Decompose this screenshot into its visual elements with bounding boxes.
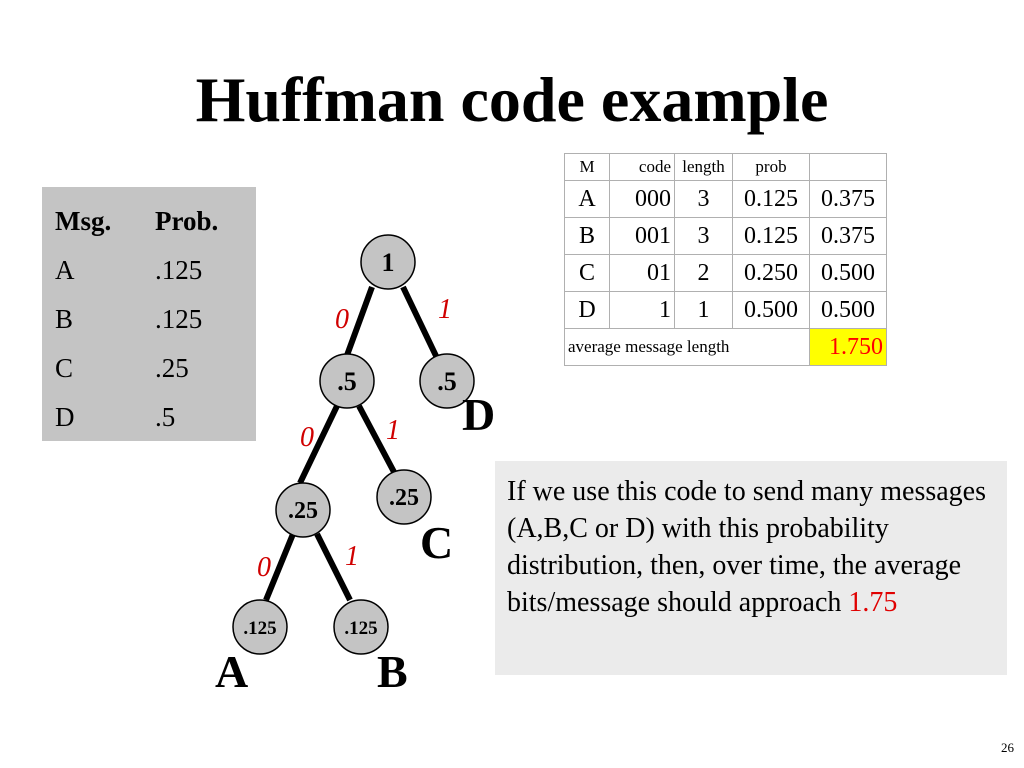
tree-edge: [263, 532, 296, 602]
leaf-letter-a: A: [215, 646, 248, 697]
prob-cell: 0.500: [732, 291, 810, 329]
node-label: 1: [382, 248, 395, 277]
node-label: .125: [243, 618, 276, 639]
leaf-letter-d: D: [462, 389, 495, 440]
code-cell: 01: [609, 254, 675, 292]
tree-node: [232, 599, 288, 655]
probability-table-box: Msg. Prob. A .125 B .125 C .25 D .5: [42, 187, 256, 441]
header-m: M: [564, 153, 610, 181]
msg-cell: D: [55, 402, 75, 432]
tree-edge: [314, 532, 353, 602]
edge-label: 0: [300, 422, 314, 453]
table-row: D 1 1 0.500 0.500: [564, 291, 887, 329]
code-cell: 001: [609, 217, 675, 255]
node-label: .5: [437, 367, 457, 396]
cumulative-cell: 0.375: [809, 217, 887, 255]
prob-cell: .25: [155, 353, 189, 383]
table-row: C .25: [55, 344, 218, 393]
msg-cell: B: [55, 304, 74, 334]
average-length-value: 1.750: [809, 328, 887, 366]
table-row: B .125: [55, 295, 218, 344]
average-length-label: average message length: [564, 328, 810, 366]
slide-title: Huffman code example: [195, 64, 829, 135]
prob-cell: 0.125: [732, 217, 810, 255]
edge-label: 1: [438, 294, 452, 325]
header-msg: Msg.: [55, 206, 112, 236]
node-label: .125: [344, 618, 377, 639]
table-row: A .125: [55, 246, 218, 295]
tree-edge: [356, 404, 397, 474]
code-table: M code length prob A 000 3 0.125 0.375 B…: [564, 153, 887, 366]
cumulative-cell: 0.375: [809, 180, 887, 218]
tree-node: [333, 599, 389, 655]
leaf-letter-c: C: [420, 517, 453, 568]
msg-cell: C: [55, 353, 74, 383]
edge-label: 1: [345, 541, 359, 572]
tree-edge: [297, 404, 340, 485]
code-table-header: M code length prob: [564, 153, 887, 181]
node-label: .25: [389, 485, 419, 511]
note-highlight: 1.75: [848, 587, 898, 618]
prob-cell: 0.125: [732, 180, 810, 218]
note-text: If we use this code to send many message…: [507, 476, 986, 618]
header-prob: Prob.: [155, 206, 219, 236]
code-cell: 000: [609, 180, 675, 218]
length-cell: 2: [674, 254, 733, 292]
table-header-row: Msg. Prob.: [55, 197, 218, 246]
tree-edge: [400, 285, 440, 360]
tree-node: [319, 353, 375, 409]
tree-node: [376, 469, 432, 525]
table-row: B 001 3 0.125 0.375: [564, 217, 887, 255]
explanation-note: If we use this code to send many message…: [495, 461, 1007, 675]
page-number: 26: [1001, 740, 1014, 755]
tree-edge: [343, 285, 375, 360]
prob-cell: .5: [155, 402, 176, 432]
header-cumulative: [809, 153, 887, 181]
table-row: A 000 3 0.125 0.375: [564, 180, 887, 218]
table-row: D .5: [55, 393, 218, 442]
probability-table: Msg. Prob. A .125 B .125 C .25 D .5: [55, 197, 218, 442]
cumulative-cell: 0.500: [809, 291, 887, 329]
prob-cell: .125: [155, 304, 203, 334]
tree-node: [419, 353, 475, 409]
edge-label: 0: [257, 552, 271, 583]
node-label: .5: [337, 367, 357, 396]
edge-label: 1: [386, 415, 400, 446]
leaf-letter-b: B: [377, 646, 408, 697]
node-label: .25: [288, 498, 318, 524]
tree-node-root: [360, 234, 416, 290]
table-footer-row: average message length 1.750: [564, 328, 887, 366]
cumulative-cell: 0.500: [809, 254, 887, 292]
table-row: C 01 2 0.250 0.500: [564, 254, 887, 292]
tree-node: [275, 482, 331, 538]
m-cell: B: [564, 217, 610, 255]
msg-cell: A: [55, 255, 75, 285]
prob-cell: .125: [155, 255, 203, 285]
header-prob: prob: [732, 153, 810, 181]
edge-label: 0: [335, 304, 349, 335]
